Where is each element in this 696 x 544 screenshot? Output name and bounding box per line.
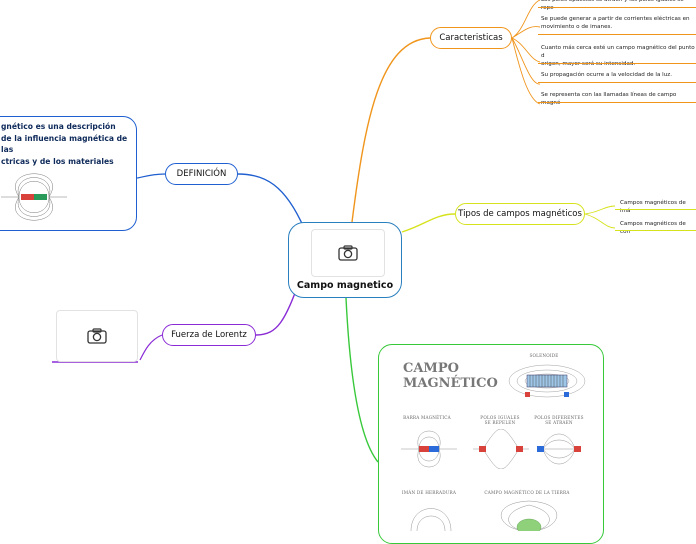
solenoide-diagram [508, 364, 586, 398]
definicion-label: DEFINICIÓN [176, 169, 227, 179]
connector-definicion [237, 173, 305, 229]
tipos-item-2[interactable]: Campos magnéticos de corr [620, 221, 686, 235]
central-photo-frame [311, 229, 385, 277]
caracteristicas-node[interactable]: Caracteristicas [430, 27, 512, 49]
caracteristicas-item-3-underline [538, 63, 696, 64]
label-campo-tierra: CAMPO MAGNÉTICO DE LA TIERRA [484, 490, 570, 495]
tipos-node[interactable]: Tipos de campos magnéticos [455, 203, 585, 225]
caracteristicas-item-2[interactable]: Se puede generar a partir de corrientes … [541, 16, 690, 30]
caracteristicas-item-5[interactable]: Se representa con las llamadas líneas de… [541, 92, 677, 106]
connector-tipos-items [584, 205, 616, 229]
connector-caracteristicas [351, 37, 431, 223]
lorentz-label: Fuerza de Lorentz [171, 330, 247, 340]
lorentz-node[interactable]: Fuerza de Lorentz [162, 324, 256, 346]
connector-tipos [401, 213, 456, 233]
caracteristicas-item-4[interactable]: Su propagación ocurre a la velocidad de … [541, 72, 672, 78]
label-barra: BARRA MAGNÉTICA [403, 415, 451, 420]
connector-lorentz-card [139, 334, 163, 361]
tipos-item-2-underline [615, 230, 696, 231]
caracteristicas-item-3[interactable]: Cuanto más cerca esté un campo magnético… [541, 45, 695, 67]
definicion-text: gnético es una descripción de la influen… [1, 122, 128, 166]
definicion-card[interactable]: gnético es una descripción de la influen… [0, 116, 137, 231]
caracteristicas-label: Caracteristicas [439, 33, 503, 43]
connector-lines [52, 0, 616, 463]
caracteristicas-item-5-underline [538, 102, 696, 103]
caracteristicas-item-1[interactable]: Los polos opuestos se atraen y los polos… [541, 0, 684, 11]
polos-diferentes-diagram [537, 433, 581, 465]
central-node[interactable]: Campo magnetico [288, 222, 402, 298]
iman-herradura-diagram [410, 508, 452, 531]
magnet-field-thumbnail [1, 173, 67, 221]
connector-infographic [345, 297, 379, 463]
definicion-node[interactable]: DEFINICIÓN [165, 163, 238, 185]
connector-definicion-card [136, 173, 166, 179]
caracteristicas-item-2-underline [538, 34, 696, 35]
caracteristicas-item-1-underline [538, 7, 696, 8]
tipos-label: Tipos de campos magnéticos [458, 209, 582, 219]
infographic-card[interactable]: CAMPO MAGNÉTICO SOLENOIDE BARRA MAGNÉTIC… [378, 344, 604, 544]
tipos-item-1[interactable]: Campos magnéticos de imá [620, 200, 686, 214]
lorentz-image-placeholder [56, 310, 138, 362]
tipos-item-1-underline [615, 209, 696, 210]
central-title: Campo magnetico [296, 280, 394, 291]
label-iman-herradura: IMÁN DE HERRADURA [401, 490, 457, 495]
label-solenoide: SOLENOIDE [529, 353, 559, 358]
camera-icon [87, 328, 107, 344]
polos-iguales-diagram [473, 429, 529, 469]
caracteristicas-item-4-underline [538, 82, 696, 83]
barra-diagram [401, 430, 457, 468]
campo-tierra-diagram [500, 500, 558, 531]
connector-caracteristicas-items [511, 0, 541, 105]
camera-icon [338, 245, 358, 261]
infographic-title: CAMPO MAGNÉTICO [403, 361, 498, 391]
